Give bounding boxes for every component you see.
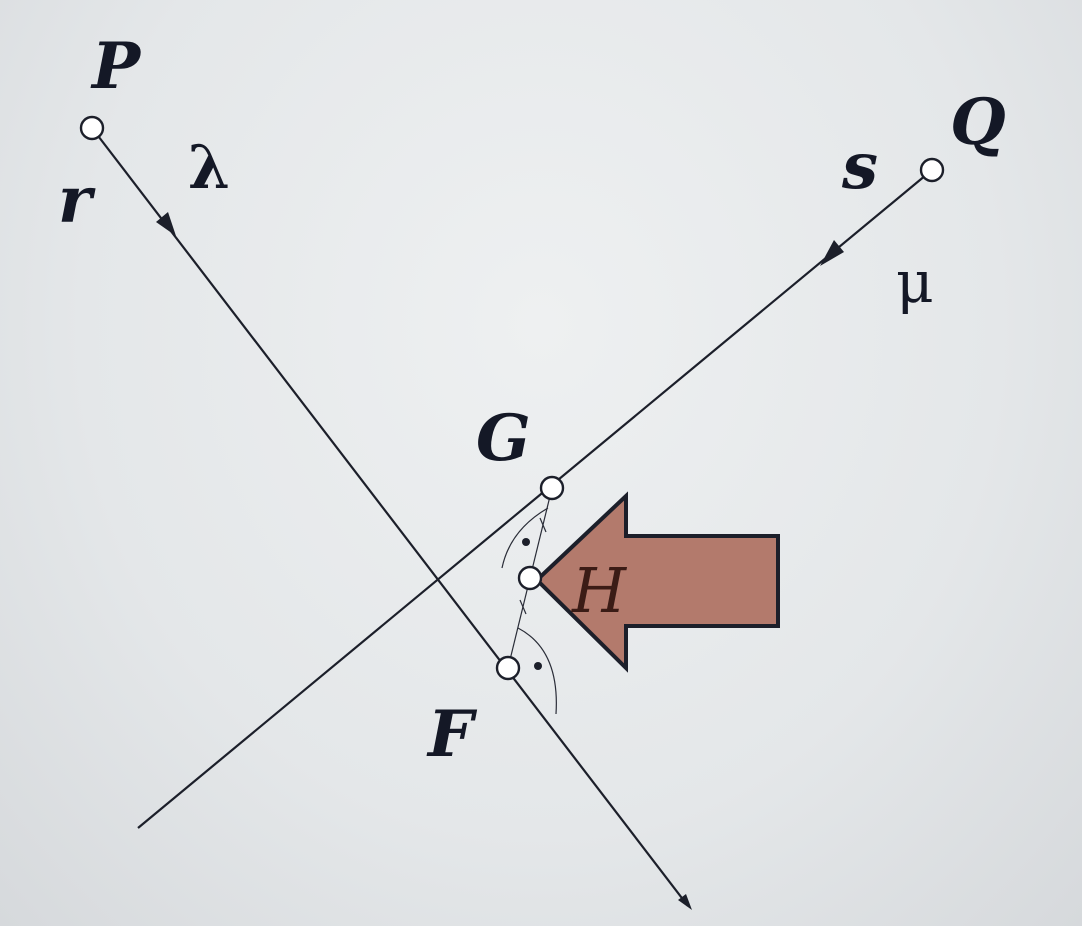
label-mu: μ — [896, 248, 934, 316]
line-s — [137, 169, 933, 829]
highlight-arrow — [534, 491, 780, 673]
label-r: r — [58, 163, 96, 238]
line-r — [91, 127, 689, 907]
line-r-end-arrowhead — [678, 894, 692, 910]
tick-mark-lower — [519, 599, 527, 615]
label-s: s — [841, 129, 878, 204]
point-h — [517, 565, 543, 591]
point-q — [919, 157, 945, 183]
label-p: P — [90, 29, 142, 104]
right-angle-dot-g — [522, 538, 530, 546]
line-r-direction-arrowhead — [156, 212, 176, 236]
label-q: Q — [950, 85, 1006, 160]
label-h: H — [571, 554, 628, 627]
right-angle-arc-f — [517, 627, 557, 715]
point-f — [495, 655, 521, 681]
label-g: G — [476, 401, 531, 476]
label-f: F — [426, 697, 478, 772]
line-s-direction-arrowhead — [820, 240, 844, 266]
tick-mark-upper — [539, 517, 547, 533]
label-lambda: λ — [188, 133, 230, 203]
right-angle-dot-f — [534, 662, 542, 670]
point-g — [539, 475, 565, 501]
point-p — [79, 115, 105, 141]
right-angle-arc-g — [501, 507, 549, 569]
